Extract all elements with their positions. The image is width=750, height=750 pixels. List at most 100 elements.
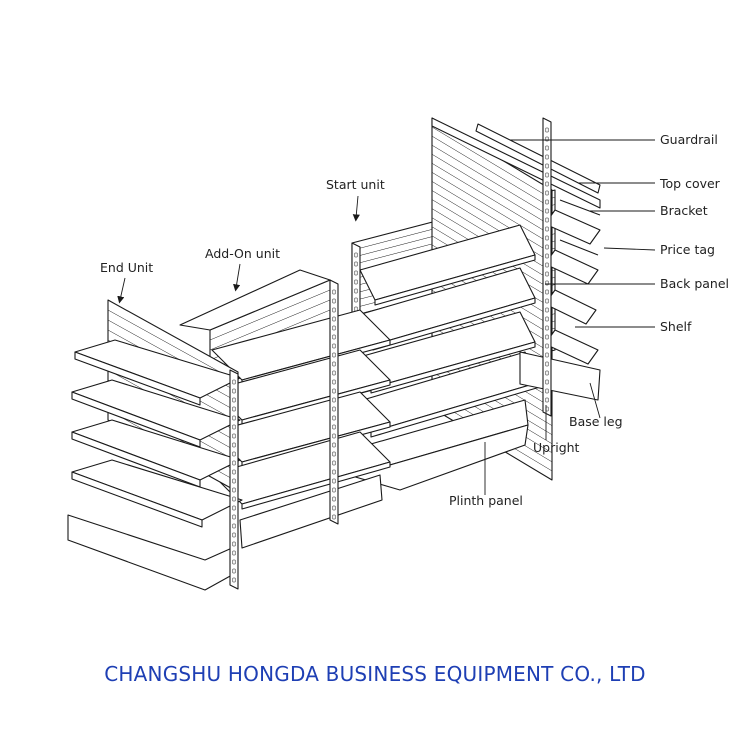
bracket-1	[559, 239, 599, 256]
upright-addon-hole	[332, 514, 336, 520]
upright-right-hole	[545, 154, 549, 160]
leader-price-tag	[603, 247, 656, 251]
upright-start-hole	[354, 279, 358, 285]
arrow-add-on-unit	[233, 263, 241, 292]
upright-right-hole	[545, 208, 549, 214]
upright-end-hole	[232, 550, 236, 556]
upright-addon-hole	[332, 433, 336, 439]
side-back-panel-slat	[431, 163, 553, 236]
upright-right-hole	[545, 235, 549, 241]
arrow-start-unit	[352, 195, 360, 222]
upright-right-hole	[545, 397, 549, 403]
upright-end-hole	[232, 388, 236, 394]
addon-back-panel-slat	[209, 289, 331, 341]
upright-end-hole	[232, 442, 236, 448]
label-top-cover: Top cover	[659, 176, 721, 191]
label-guardrail: Guardrail	[660, 132, 718, 147]
shelving-diagram: End Unit Add-On unit Start unit Guardrai…	[67, 117, 729, 591]
upright-end-hole	[232, 559, 236, 565]
start-shelf-2-lip	[370, 341, 536, 394]
upright-right-hole	[545, 244, 549, 250]
label-back-panel: Back panel	[660, 276, 729, 291]
upright-end-hole	[232, 433, 236, 439]
upright-right-hole	[545, 280, 549, 286]
upright-end-hole	[232, 487, 236, 493]
upright-end-hole	[232, 568, 236, 574]
upright-addon-hole	[332, 505, 336, 511]
start-shelf-0-lip	[374, 254, 536, 306]
upright-end-hole	[232, 424, 236, 430]
upright-addon-hole	[332, 307, 336, 313]
upright-right-hole	[545, 379, 549, 385]
upright-right-hole	[545, 334, 549, 340]
leader-base-leg	[589, 382, 601, 419]
upright-end-hole	[232, 397, 236, 403]
upright-start-hole	[354, 288, 358, 294]
upright-start-hole	[354, 252, 358, 258]
upright-right-hole	[545, 352, 549, 358]
shelving-illustration: End Unit Add-On unit Start unit Guardrai…	[67, 117, 729, 591]
upright-right-hole	[545, 262, 549, 268]
label-base-leg: Base leg	[569, 414, 623, 429]
upright-addon-hole	[332, 325, 336, 331]
upright-addon-hole	[332, 451, 336, 457]
label-bracket: Bracket	[660, 203, 708, 218]
upright-end-hole	[232, 451, 236, 457]
upright-addon-hole	[332, 334, 336, 340]
upright-addon-hole	[332, 388, 336, 394]
upright-right-hole	[545, 190, 549, 196]
upright-addon-hole	[332, 460, 336, 466]
upright-addon-hole	[332, 442, 336, 448]
label-start-unit: Start unit	[326, 177, 385, 192]
upright-addon-hole	[332, 424, 336, 430]
upright-right-hole	[545, 127, 549, 133]
side-back-panel-slat	[431, 172, 553, 245]
upright-right-hole	[545, 172, 549, 178]
end-back-panel-slat	[107, 309, 239, 383]
upright-end-hole	[232, 460, 236, 466]
upright-right-hole	[545, 217, 549, 223]
upright-addon-hole	[332, 298, 336, 304]
upright-right-hole	[545, 307, 549, 313]
upright-addon-hole	[332, 316, 336, 322]
side-back-panel-slat	[431, 126, 553, 200]
upright-right-hole	[545, 298, 549, 304]
upright-addon-hole	[332, 361, 336, 367]
upright-right-hole	[545, 145, 549, 151]
upright-right-hole	[545, 316, 549, 322]
upright-right-hole	[545, 343, 549, 349]
label-price-tag: Price tag	[660, 242, 715, 257]
upright-end-hole	[232, 496, 236, 502]
label-end-unit: End Unit	[100, 260, 153, 275]
upright-addon-hole	[332, 343, 336, 349]
addon-back-panel-slat	[209, 299, 331, 351]
upright-addon-hole	[332, 469, 336, 475]
upright-right-hole	[545, 289, 549, 295]
upright-right-hole	[545, 388, 549, 394]
upright-end-hole	[232, 523, 236, 529]
upright-addon-hole	[332, 406, 336, 412]
upright-start-hole	[354, 297, 358, 303]
upright-right-hole	[545, 271, 549, 277]
upright-addon-hole	[332, 379, 336, 385]
upright-end-hole	[232, 478, 236, 484]
upright-end-hole	[232, 406, 236, 412]
upright-right-hole	[545, 226, 549, 232]
upright-end-hole	[232, 541, 236, 547]
guardrail	[475, 123, 601, 194]
bracket-0	[559, 199, 601, 216]
upright-end-hole	[232, 514, 236, 520]
upright-right-hole	[545, 199, 549, 205]
side-back-panel-slat	[431, 135, 553, 209]
upright-addon-hole	[332, 487, 336, 493]
upright-end-hole	[232, 532, 236, 538]
label-plinth-panel: Plinth panel	[449, 493, 523, 508]
side-back-panel-slat	[431, 181, 553, 254]
upright-end-hole	[232, 415, 236, 421]
plinth-start-top	[351, 424, 529, 491]
upright-right-hole	[545, 181, 549, 187]
label-shelf: Shelf	[660, 319, 692, 334]
end-plinth	[67, 514, 233, 591]
upright-addon-hole	[332, 289, 336, 295]
upright-end-hole	[232, 505, 236, 511]
